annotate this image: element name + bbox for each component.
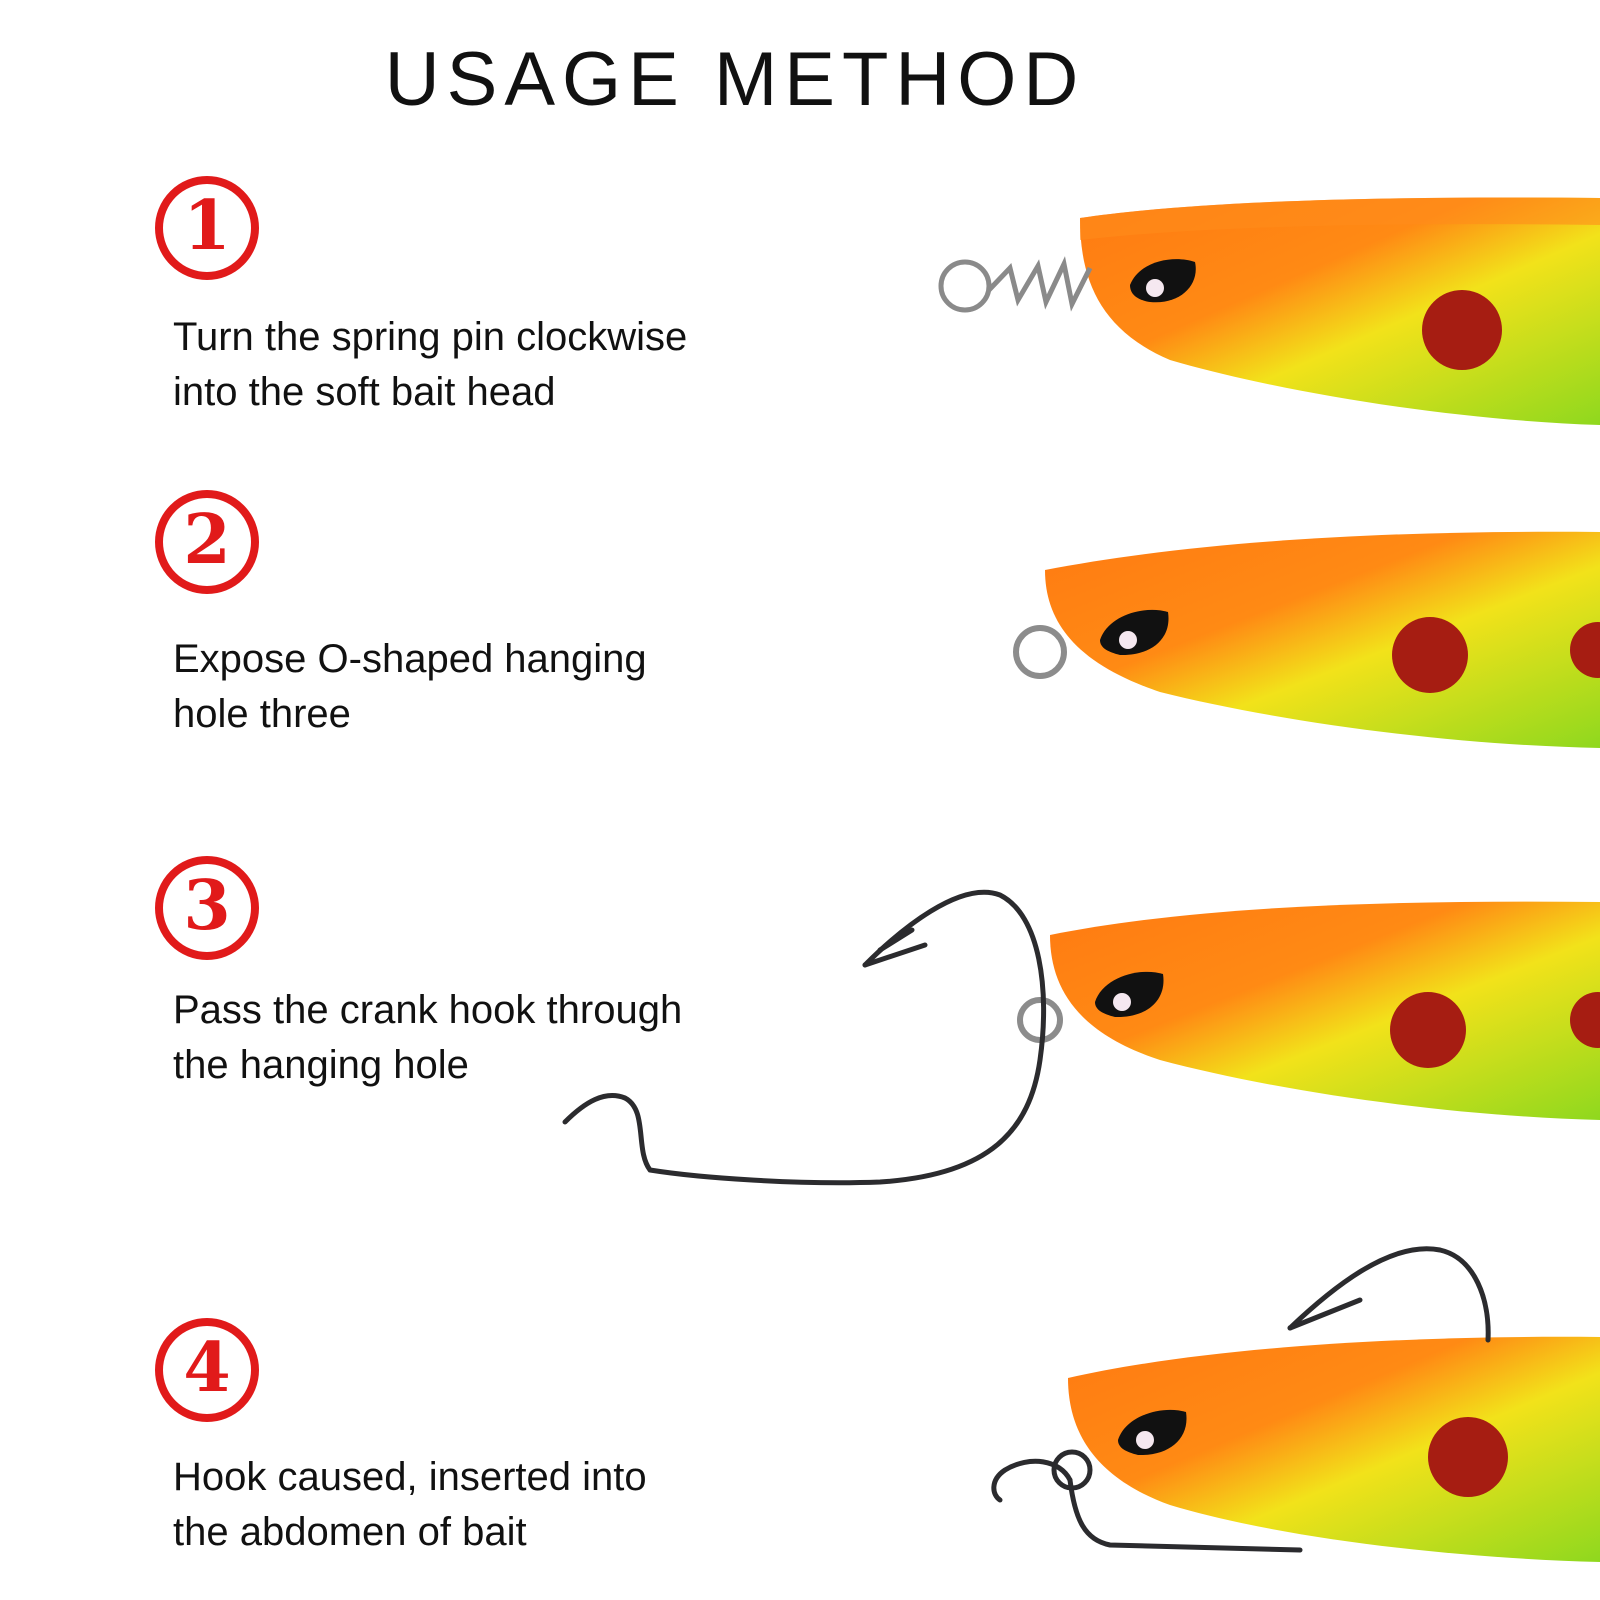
step-4-line-2: the abdomen of bait — [173, 1510, 527, 1554]
step-2-line-2: hole three — [173, 692, 351, 736]
step-1-text: Turn the spring pin clockwise into the s… — [173, 310, 793, 420]
lure-3 — [562, 889, 1600, 1186]
step-1-line-2: into the soft bait head — [173, 370, 556, 414]
lure-2-spot-icon — [1392, 617, 1468, 693]
step-2-text: Expose O-shaped hanging hole three — [173, 632, 793, 742]
step-3-badge: 3 — [155, 856, 259, 960]
lure-1 — [938, 197, 1600, 425]
rigged-hook-icon — [991, 1246, 1491, 1553]
step-2-badge: 2 — [155, 490, 259, 594]
step-4-number: 4 — [183, 1328, 231, 1408]
step-1: 1 Turn the spring pin clockwise into the… — [0, 0, 1600, 414]
step-2: 2 Expose O-shaped hanging hole three — [0, 0, 1600, 736]
step-1-line-1: Turn the spring pin clockwise — [173, 315, 688, 359]
lure-3-eye-icon — [1095, 971, 1164, 1018]
step-3-line-2: the hanging hole — [173, 1043, 469, 1087]
page-title: USAGE METHOD — [384, 37, 1086, 122]
lure-1-eye-icon — [1130, 259, 1196, 303]
lure-4-eye-icon — [1118, 1409, 1187, 1456]
lure-2 — [1013, 531, 1600, 748]
step-3: 3 Pass the crank hook through the hangin… — [0, 0, 1600, 1087]
crank-hook-icon — [562, 889, 1047, 1186]
lure-4 — [991, 1246, 1600, 1562]
lure-3-spot-icon — [1390, 992, 1466, 1068]
step-3-number: 3 — [183, 866, 231, 946]
step-1-number: 1 — [183, 186, 231, 266]
lure-4-spot-icon — [1428, 1417, 1508, 1497]
step-4-badge: 4 — [155, 1318, 259, 1422]
spring-pin-icon — [938, 256, 1093, 313]
lure-2-eye-icon — [1100, 609, 1169, 656]
step-4: 4 Hook caused, inserted into the abdomen… — [0, 0, 1600, 1554]
step-1-badge: 1 — [155, 176, 259, 280]
step-3-line-1: Pass the crank hook through — [173, 988, 683, 1032]
lure-1-spot-icon — [1422, 290, 1502, 370]
step-4-text: Hook caused, inserted into the abdomen o… — [173, 1450, 793, 1560]
step-2-line-1: Expose O-shaped hanging — [173, 637, 647, 681]
step-4-line-1: Hook caused, inserted into — [173, 1455, 647, 1499]
step-2-number: 2 — [183, 500, 231, 580]
o-ring-icon — [1013, 625, 1067, 679]
step-3-text: Pass the crank hook through the hanging … — [173, 983, 793, 1093]
